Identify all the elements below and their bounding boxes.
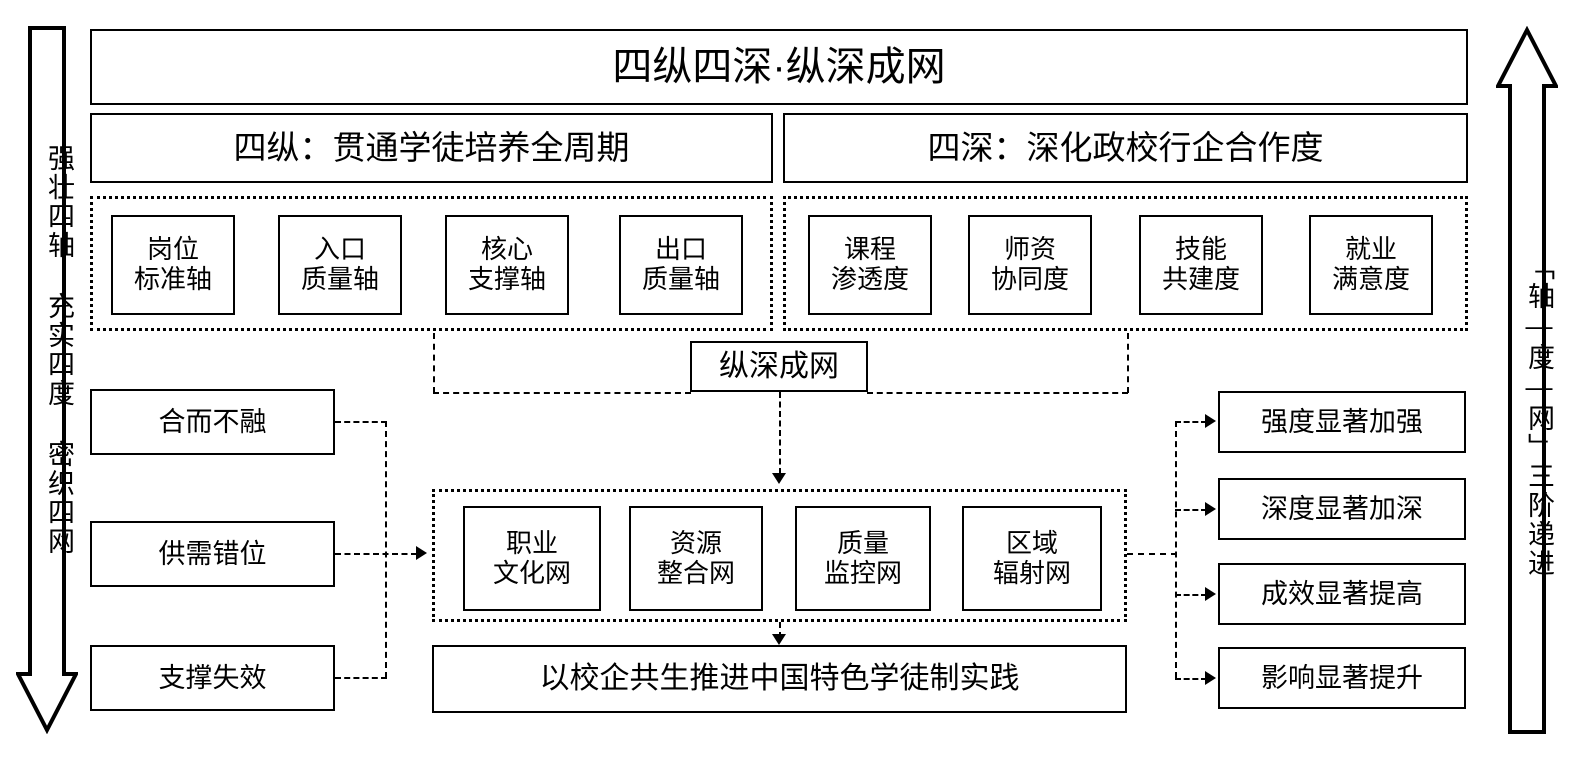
bracket-crossbar-right xyxy=(867,392,1128,394)
outcome-arrowhead-4 xyxy=(1205,671,1216,685)
bridge-to-nets-line xyxy=(779,392,781,474)
outcome-box[interactable]: 深度显著加深 xyxy=(1218,478,1466,540)
problem-stub-3 xyxy=(335,677,387,679)
nets-to-conclusion-arrowhead xyxy=(772,634,786,645)
bracket-riser-left xyxy=(433,333,435,393)
axis-cell[interactable]: 入口 质量轴 xyxy=(278,215,402,315)
axis-cell[interactable]: 师资 协同度 xyxy=(968,215,1092,315)
nets-to-outcomes-line xyxy=(1127,553,1177,555)
bracket-crossbar-left xyxy=(433,392,691,394)
nets-to-conclusion-line xyxy=(779,622,781,638)
bracket-riser-right xyxy=(1127,333,1129,393)
axes-right-group: 课程 渗透度 师资 协同度 技能 共建度 就业 满意度 xyxy=(783,196,1468,331)
outcome-stub-2 xyxy=(1175,509,1207,511)
outcome-box[interactable]: 影响显著提升 xyxy=(1218,647,1466,709)
header-sishen: 四深：深化政校行企合作度 xyxy=(783,113,1468,183)
outcome-arrowhead-3 xyxy=(1205,587,1216,601)
outcome-arrowhead-2 xyxy=(1205,502,1216,516)
axis-cell[interactable]: 就业 满意度 xyxy=(1309,215,1433,315)
outcome-distributor-line xyxy=(1175,421,1177,678)
outcome-stub-1 xyxy=(1175,421,1207,423)
page-title: 四纵四深·纵深成网 xyxy=(90,29,1468,105)
problem-stub-1 xyxy=(335,421,387,423)
right-arrow-label: 「轴—度—网」三阶递进 xyxy=(1524,252,1554,578)
header-sizong: 四纵：贯通学徒培养全周期 xyxy=(90,113,773,183)
left-down-arrow-shape xyxy=(16,26,78,734)
bridge-box[interactable]: 纵深成网 xyxy=(690,341,868,392)
axis-cell[interactable]: 课程 渗透度 xyxy=(808,215,932,315)
problem-to-nets-arrowhead xyxy=(416,546,427,560)
bridge-to-nets-arrowhead xyxy=(772,473,786,484)
problem-box[interactable]: 供需错位 xyxy=(90,521,335,587)
conclusion-box: 以校企共生推进中国特色学徒制实践 xyxy=(432,645,1127,713)
axis-cell[interactable]: 技能 共建度 xyxy=(1139,215,1263,315)
axis-cell[interactable]: 岗位 标准轴 xyxy=(111,215,235,315)
axes-left-group: 岗位 标准轴 入口 质量轴 核心 支撑轴 出口 质量轴 xyxy=(90,196,773,331)
net-cell[interactable]: 质量 监控网 xyxy=(795,506,931,611)
problem-box[interactable]: 支撑失效 xyxy=(90,645,335,711)
axis-cell[interactable]: 核心 支撑轴 xyxy=(445,215,569,315)
net-cell[interactable]: 职业 文化网 xyxy=(463,506,601,611)
net-cell[interactable]: 区域 辐射网 xyxy=(962,506,1102,611)
nets-group: 职业 文化网 资源 整合网 质量 监控网 区域 辐射网 xyxy=(432,489,1127,622)
problem-to-nets-line xyxy=(335,553,417,555)
outcome-box[interactable]: 强度显著加强 xyxy=(1218,391,1466,453)
problem-collector-line xyxy=(385,421,387,678)
outcome-box[interactable]: 成效显著提高 xyxy=(1218,563,1466,625)
left-arrow-label: 强壮四轴 充实四度 密织四网 xyxy=(44,144,74,556)
axis-cell[interactable]: 出口 质量轴 xyxy=(619,215,743,315)
outcome-stub-3 xyxy=(1175,594,1207,596)
problem-box[interactable]: 合而不融 xyxy=(90,389,335,455)
outcome-arrowhead-1 xyxy=(1205,414,1216,428)
net-cell[interactable]: 资源 整合网 xyxy=(629,506,763,611)
right-up-arrow-shape xyxy=(1496,26,1558,734)
outcome-stub-4 xyxy=(1175,678,1207,680)
